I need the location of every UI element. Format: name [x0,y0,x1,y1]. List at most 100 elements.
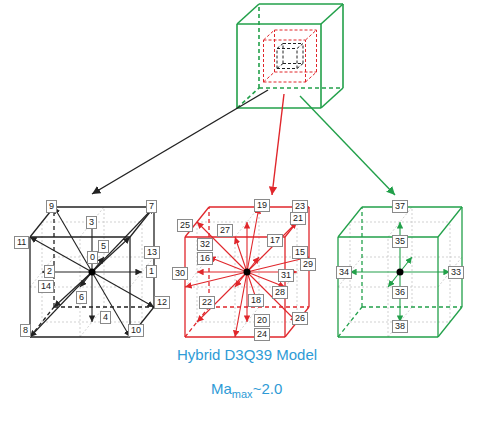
callout-number: 21 [290,212,306,225]
cube-edge [283,43,303,44]
velocity-arrow [91,222,92,272]
callout-number: 22 [199,296,215,309]
velocity-arrow [92,271,142,272]
callout-number: 12 [154,296,170,309]
mach-text: ~2.0 [253,380,283,397]
caption: Hybrid D3Q39 Model [177,346,317,363]
callout-number: 24 [254,328,270,341]
callout-number: 36 [392,286,408,299]
cube-edge [54,206,154,207]
callout-number: 19 [254,199,270,212]
cube-edge [275,30,317,31]
cube-edge [297,64,303,69]
cube-edge [297,44,303,49]
velocity-arrow [247,207,259,272]
cube-edge [438,207,462,237]
callout-number: 29 [300,258,316,271]
cube-edge [338,336,438,337]
callout-number: 26 [292,312,308,325]
callout-number: 23 [292,200,308,213]
cube-edge [283,44,284,64]
cube-edge [338,207,362,237]
velocity-arrow [92,272,154,307]
cube-edge [316,30,317,72]
cube-edge [275,72,317,73]
callout-number: 5 [98,240,109,253]
cube-edge [264,72,275,82]
cube-edge [438,307,462,337]
cube-edge [236,24,238,108]
cube-edge [30,336,130,337]
callout-number: 9 [46,200,57,213]
guide-lines [185,207,309,337]
callout-number: 28 [272,286,288,299]
callout-number: 10 [128,324,144,337]
cube-edge [54,306,154,307]
cube-edge [30,236,130,237]
cube-edge [277,49,278,69]
cube-edge [337,237,338,337]
velocity-arrow [30,272,92,337]
cube-outline [30,207,154,337]
velocity-arrow [91,272,92,322]
cube-edge [338,307,362,337]
cube-outline [264,30,317,82]
cube-outline [277,44,303,69]
pointer-arrow [300,96,395,195]
cube-edge [297,49,298,69]
cube-edge [277,48,297,49]
cube-edge [320,24,322,108]
callout-number: 7 [146,200,157,213]
callout-number: 33 [448,266,464,279]
callout-number: 17 [267,234,283,247]
cube-edge [321,88,343,108]
cube-edge [258,4,260,88]
cube-edge [259,87,343,89]
cube-edge [285,307,309,337]
velocity-arrow [246,222,247,272]
velocity-arrow [350,271,400,272]
velocity-arrow [197,222,247,272]
guide-lines [338,207,462,337]
cube-edge [303,44,304,64]
velocity-arrow [197,271,247,272]
callout-number: 11 [14,236,29,249]
subscript: max [232,388,253,400]
cube-edge [362,306,462,307]
cube-edge [259,3,343,5]
cube-edge [361,207,362,307]
callout-number: 34 [336,266,352,279]
callout-number: 30 [172,267,188,280]
velocity-arrow [185,272,247,287]
callout-number: 3 [86,216,97,229]
rest-node [89,269,96,276]
callout-number: 0 [87,251,98,264]
callout-number: 13 [144,246,160,259]
velocity-vectors [185,207,309,337]
velocity-arrow [30,237,92,272]
velocity-vectors [350,222,450,322]
cube-edge [461,207,462,307]
cube-edge [277,64,283,69]
pointer-arrow [272,94,284,195]
cube-outline [185,207,309,337]
callout-number: 2 [44,265,55,278]
velocity-arrow [54,272,92,307]
rest-node [244,269,251,276]
callout-number: 6 [76,291,87,304]
cube-edge [264,30,275,40]
cube-edge [306,30,317,40]
mach-text: Ma [211,380,232,397]
cube-edge [277,68,297,69]
cube-edge [263,40,264,82]
mach-line: Mamax~2.0 [211,380,282,400]
callout-number: 25 [177,219,193,232]
velocity-arrow [209,257,247,272]
callout-number: 4 [100,311,111,324]
guide-lines [30,207,154,337]
callout-number: 37 [392,200,408,213]
cube-edge [305,40,306,82]
cube-edge [283,63,303,64]
callout-number: 27 [217,224,233,237]
callout-number: 1 [146,265,157,278]
